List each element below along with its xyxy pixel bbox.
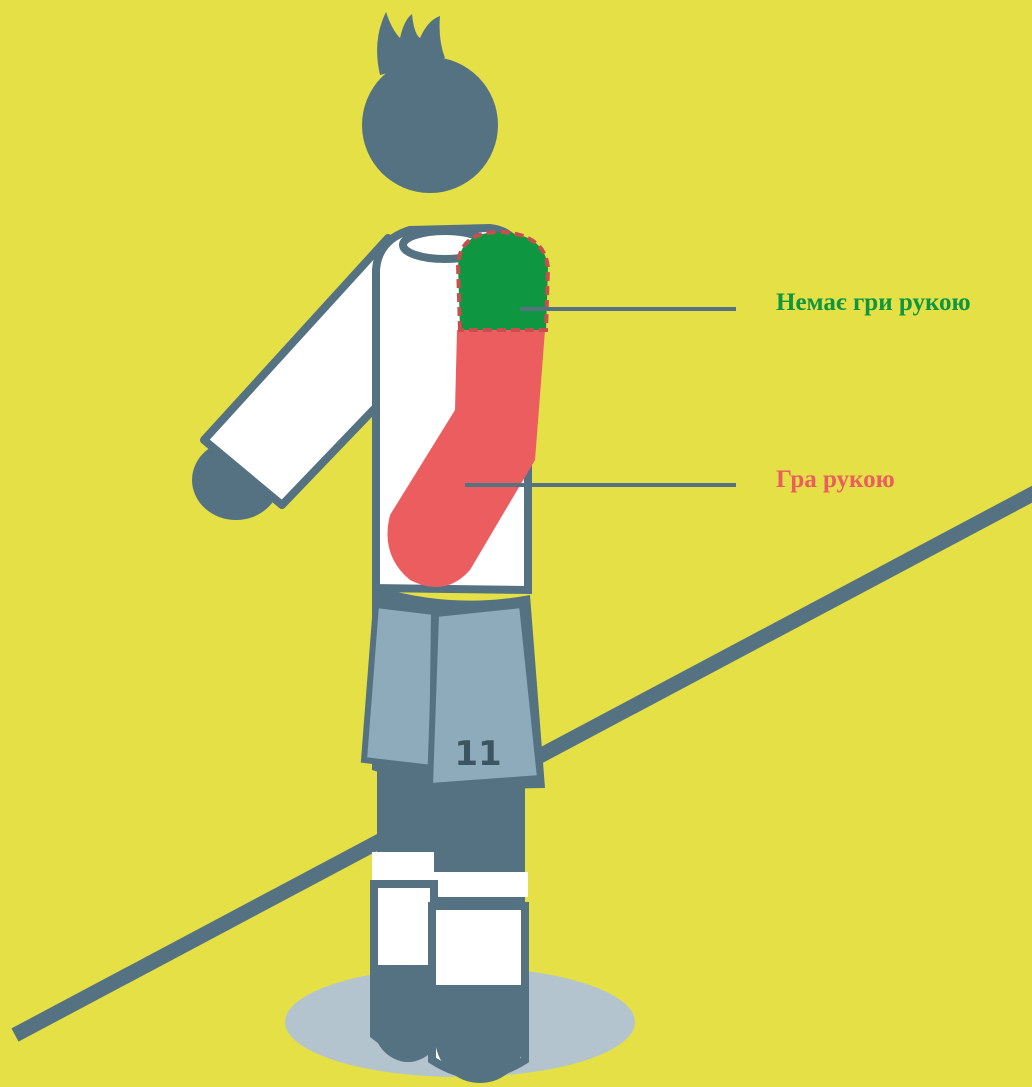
player-legs	[372, 760, 528, 1083]
handball-label: Гра рукою	[776, 467, 895, 492]
player-right-arm	[192, 238, 400, 520]
shirt-number: 11	[454, 734, 501, 774]
no-handball-label: Немає гри рукою	[776, 290, 971, 315]
no-handball-zone	[458, 232, 548, 330]
player-head	[362, 12, 498, 193]
